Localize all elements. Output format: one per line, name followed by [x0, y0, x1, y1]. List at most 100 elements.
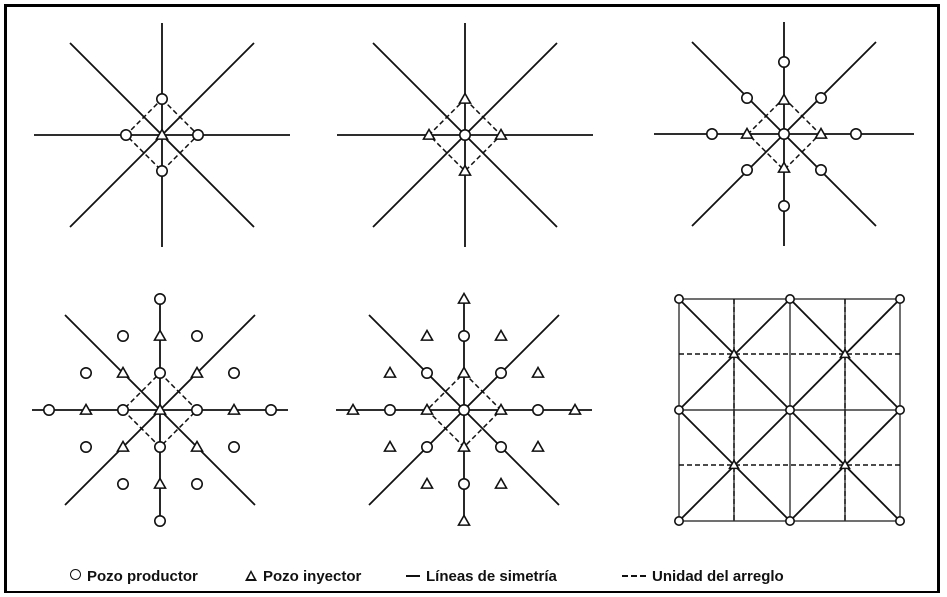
producer-well — [494, 366, 507, 379]
producer-well — [228, 366, 241, 379]
producer-well — [894, 404, 905, 415]
injector-well — [420, 402, 434, 415]
producer-well — [154, 292, 167, 305]
injector-well — [457, 365, 471, 378]
producer-well — [117, 329, 130, 342]
producer-well — [777, 128, 790, 141]
injector-well — [190, 439, 204, 452]
producer-well — [191, 477, 204, 490]
producer-well — [894, 293, 905, 304]
injector-well — [777, 92, 791, 105]
legend: Pozo productor Pozo inyector Líneas de s… — [70, 566, 890, 590]
producer-well — [458, 129, 471, 142]
injector-well — [740, 126, 754, 139]
producer-well — [784, 515, 795, 526]
injector-well — [839, 458, 851, 470]
injector-well — [155, 127, 169, 140]
producer-well — [156, 93, 169, 106]
pattern-4 — [32, 292, 288, 527]
pattern-1 — [34, 23, 290, 247]
injector-well — [383, 365, 397, 378]
producer-well — [154, 440, 167, 453]
injector-well — [568, 402, 582, 415]
pattern-unit-outline — [746, 96, 822, 172]
producer-well — [120, 129, 133, 142]
injector-well — [457, 291, 471, 304]
producer-well — [849, 128, 862, 141]
legend-symmetry: Líneas de simetría — [406, 568, 557, 585]
injector-well — [494, 127, 508, 140]
injector-well — [728, 458, 740, 470]
legend-producer: Pozo productor — [70, 568, 198, 585]
legend-producer-label: Pozo productor — [87, 568, 198, 585]
injector-well — [457, 513, 471, 526]
producer-well — [740, 164, 753, 177]
producer-well — [814, 164, 827, 177]
injector-well — [153, 402, 167, 415]
producer-well — [191, 329, 204, 342]
injector-well — [227, 402, 241, 415]
legend-injector: Pozo inyector — [245, 568, 361, 585]
injector-well — [494, 328, 508, 341]
injector-well — [494, 476, 508, 489]
producer-well — [777, 200, 790, 213]
pattern-3 — [654, 22, 914, 246]
injector-well — [153, 476, 167, 489]
producer-well — [494, 440, 507, 453]
producer-well — [420, 366, 433, 379]
producer-well — [457, 477, 470, 490]
producer-well — [457, 329, 470, 342]
injector-well — [494, 402, 508, 415]
injector-well — [116, 365, 130, 378]
producer-well — [673, 293, 684, 304]
injector-well — [420, 476, 434, 489]
producer-well — [894, 515, 905, 526]
producer-well — [264, 403, 277, 416]
unit-dashed-line-icon — [622, 575, 646, 577]
producer-well — [784, 293, 795, 304]
injector-well — [457, 439, 471, 452]
legend-symmetry-label: Líneas de simetría — [426, 568, 557, 585]
producer-well — [228, 440, 241, 453]
legend-unit-label: Unidad del arreglo — [652, 568, 784, 585]
producer-well — [531, 403, 544, 416]
producer-well — [42, 403, 55, 416]
producer-well — [777, 55, 790, 68]
injector-well — [458, 163, 472, 176]
injector-well — [190, 365, 204, 378]
injector-well — [383, 439, 397, 452]
legend-unit: Unidad del arreglo — [622, 568, 784, 585]
producer-well — [154, 514, 167, 527]
producer-well — [156, 165, 169, 178]
producer-well — [117, 403, 130, 416]
injector-well — [531, 439, 545, 452]
pattern-6 — [673, 293, 905, 526]
producer-well — [673, 404, 684, 415]
pattern-5 — [336, 291, 592, 526]
producer-well — [740, 92, 753, 105]
pattern-unit-outline — [124, 97, 200, 173]
producer-well-icon — [70, 569, 81, 580]
producer-well — [80, 440, 93, 453]
producer-well — [420, 440, 433, 453]
injector-well — [814, 126, 828, 139]
injector-well — [422, 127, 436, 140]
injector-well-icon — [245, 570, 257, 581]
injector-well — [531, 365, 545, 378]
injector-well — [458, 91, 472, 104]
producer-well — [154, 366, 167, 379]
figure-frame — [4, 4, 940, 593]
symmetry-line-icon — [406, 575, 420, 577]
producer-well — [80, 366, 93, 379]
injector-well — [116, 439, 130, 452]
producer-well — [192, 129, 205, 142]
pattern-unit-outline — [427, 97, 503, 173]
producer-well — [814, 92, 827, 105]
legend-injector-label: Pozo inyector — [263, 568, 362, 585]
pattern-2 — [337, 23, 593, 247]
producer-well — [191, 403, 204, 416]
producer-well — [673, 515, 684, 526]
injector-well — [839, 347, 851, 359]
producer-well — [705, 128, 718, 141]
